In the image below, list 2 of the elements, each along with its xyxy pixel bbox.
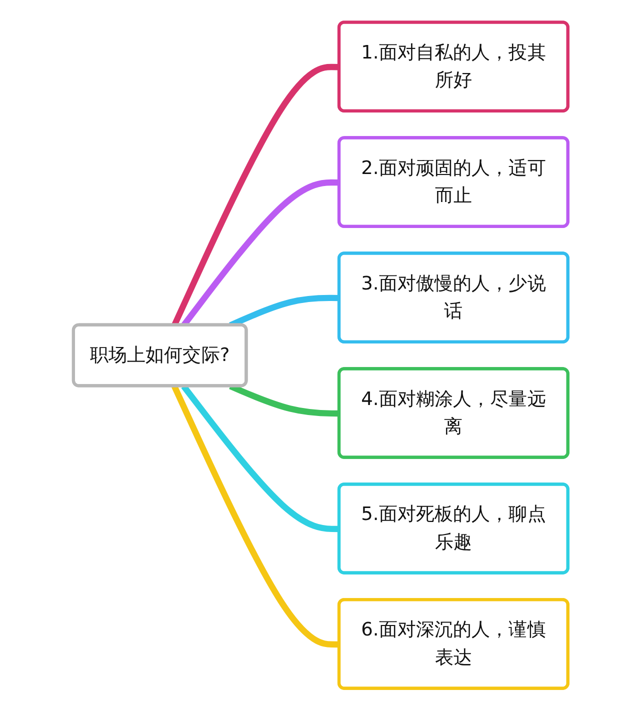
- connector: [171, 385, 340, 648]
- connector: [181, 384, 340, 532]
